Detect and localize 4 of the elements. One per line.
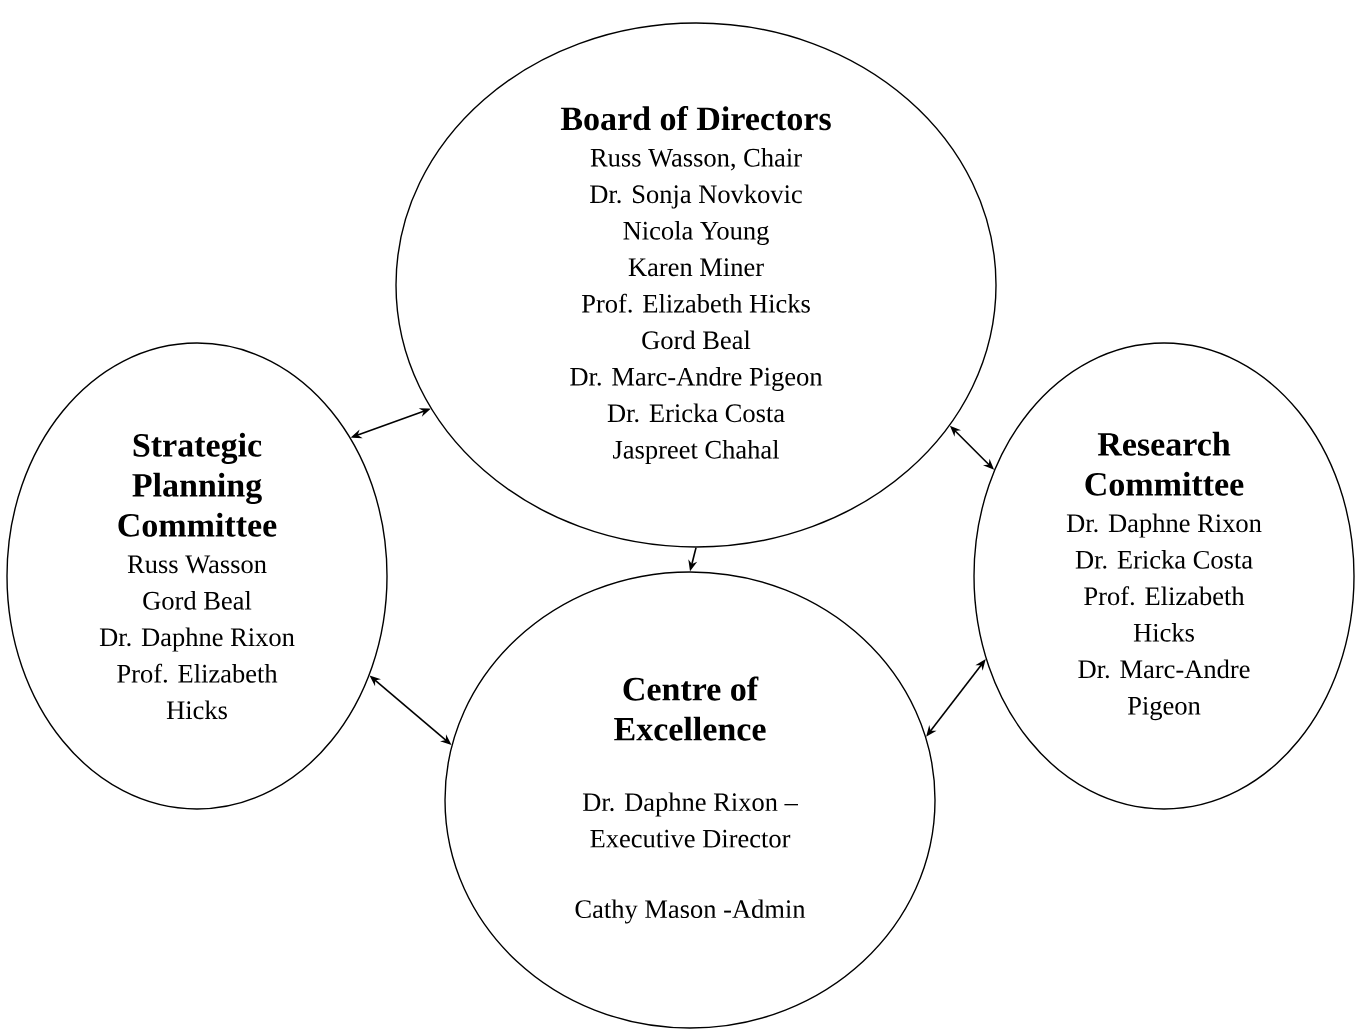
ellipse-node: Board of Directors Russ Wasson, Chair Dr. Sonja Novkovic Nicola Young Karen Miner Prof. Elizabeth Hicks Gord Beal Dr. Marc-Andre Pigeon Dr. Ericka Costa Jaspreet Chahal <box>395 22 997 548</box>
ellipse-node: Strategic Planning Committee Russ Wasson Gord Beal Dr. Daphne Rixon Prof. Elizabeth Hicks <box>6 342 388 810</box>
ellipse-node: Centre of Excellence Dr. Daphne Rixon – Executive Director Cathy Mason -Admin <box>444 571 936 1029</box>
ellipse-node: Research Committee Dr. Daphne Rixon Dr. Ericka Costa Prof. Elizabeth Hicks Dr. Marc-Andre Pigeon <box>973 342 1355 810</box>
